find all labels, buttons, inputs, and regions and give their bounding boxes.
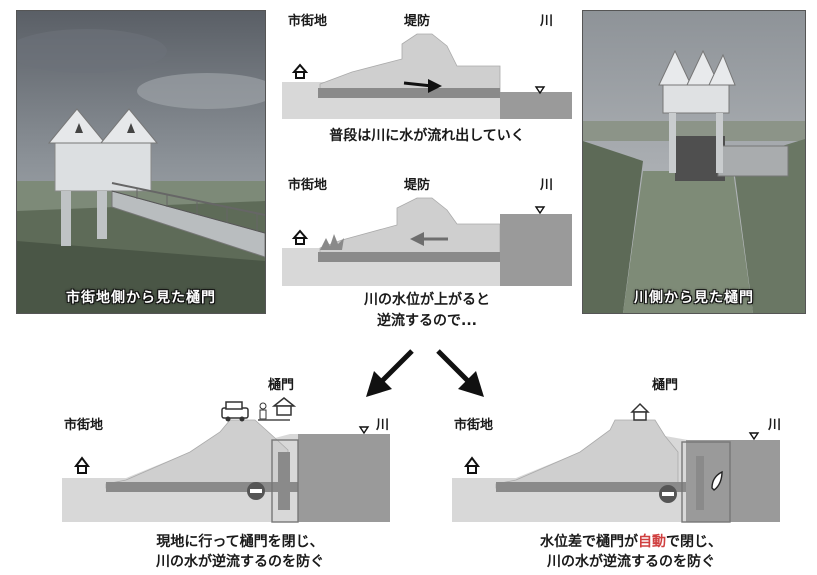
photo-city-side: 市街地側から見た樋門	[16, 10, 266, 314]
float-icon	[711, 470, 723, 491]
water-level-icon	[748, 432, 760, 441]
arrow-down-left-icon	[366, 349, 414, 397]
water-level-icon	[358, 426, 370, 435]
label-levee: 堤防	[404, 14, 431, 29]
caption-auto-line2: 川の水が逆流するのを防ぐ	[547, 554, 715, 570]
caption-auto-line1: 水位差で樋門が自動で閉じ、	[450, 532, 812, 552]
label-river: 川	[540, 178, 554, 193]
label-city: 市街地	[288, 178, 328, 193]
no-entry-icon	[247, 482, 265, 500]
photo-river-side-caption: 川側から見た樋門	[634, 290, 754, 306]
label-river: 川	[540, 14, 554, 29]
photo-city-side-caption: 市街地側から見た樋門	[66, 290, 216, 306]
photo-river-side: 川側から見た樋門	[582, 10, 806, 314]
cross-section-auto	[452, 402, 780, 523]
house-icon	[464, 456, 480, 474]
person-icon	[259, 402, 267, 420]
label-sluice: 樋門	[652, 378, 679, 393]
cross-section-backflow	[282, 197, 572, 286]
water-level-icon	[534, 86, 546, 95]
arrow-right-icon	[403, 79, 442, 93]
label-river: 川	[768, 418, 782, 433]
diagram-manual-close: 樋門 市街地 川 現地に行って樋門を閉じ、	[60, 370, 420, 575]
label-city: 市街地	[454, 418, 494, 433]
caption-auto-part-a: 水位差で樋門が	[540, 534, 638, 550]
arrow-left-icon	[410, 232, 448, 246]
sluice-house-icon	[271, 397, 297, 416]
caption-auto-part-c: で閉じ、	[666, 534, 722, 550]
house-icon	[74, 456, 90, 474]
caption-auto-highlight: 自動	[638, 534, 666, 550]
photo-river-side-image	[583, 11, 805, 313]
cross-section-normal	[282, 33, 572, 119]
car-icon	[221, 401, 249, 422]
diagram-auto-close: 樋門 市街地 川 水位差で樋門が自動で閉じ、 川の水が逆流するのを防ぐ	[450, 370, 812, 575]
label-city: 市街地	[64, 418, 104, 433]
caption-manual-line1: 現地に行って樋門を閉じ、	[156, 534, 324, 550]
label-levee: 堤防	[404, 178, 431, 193]
label-city: 市街地	[288, 14, 328, 29]
water-level-icon	[534, 206, 546, 215]
caption-normal-flow: 普段は川に水が流れ出していく	[329, 128, 525, 144]
label-river: 川	[376, 418, 390, 433]
no-entry-icon	[659, 485, 677, 503]
house-icon	[291, 229, 309, 245]
arrow-down-right-icon	[436, 349, 484, 397]
diagram-normal-flow: 市街地 堤防 川 普段は川に水が流れ出していく	[282, 4, 572, 154]
caption-backflow-line2: 逆流するので...	[377, 313, 477, 329]
caption-manual-line2: 川の水が逆流するのを防ぐ	[156, 554, 324, 570]
house-icon	[291, 63, 309, 79]
photo-city-side-image	[17, 11, 265, 313]
branch-arrows	[366, 349, 484, 397]
caption-backflow-line1: 川の水位が上がると	[364, 292, 490, 308]
label-sluice: 樋門	[268, 378, 295, 393]
cross-section-manual	[62, 397, 390, 523]
sluice-house-icon	[630, 402, 650, 421]
diagram-backflow: 市街地 堤防 川 川の水位が上がると 逆流するので...	[282, 168, 572, 338]
